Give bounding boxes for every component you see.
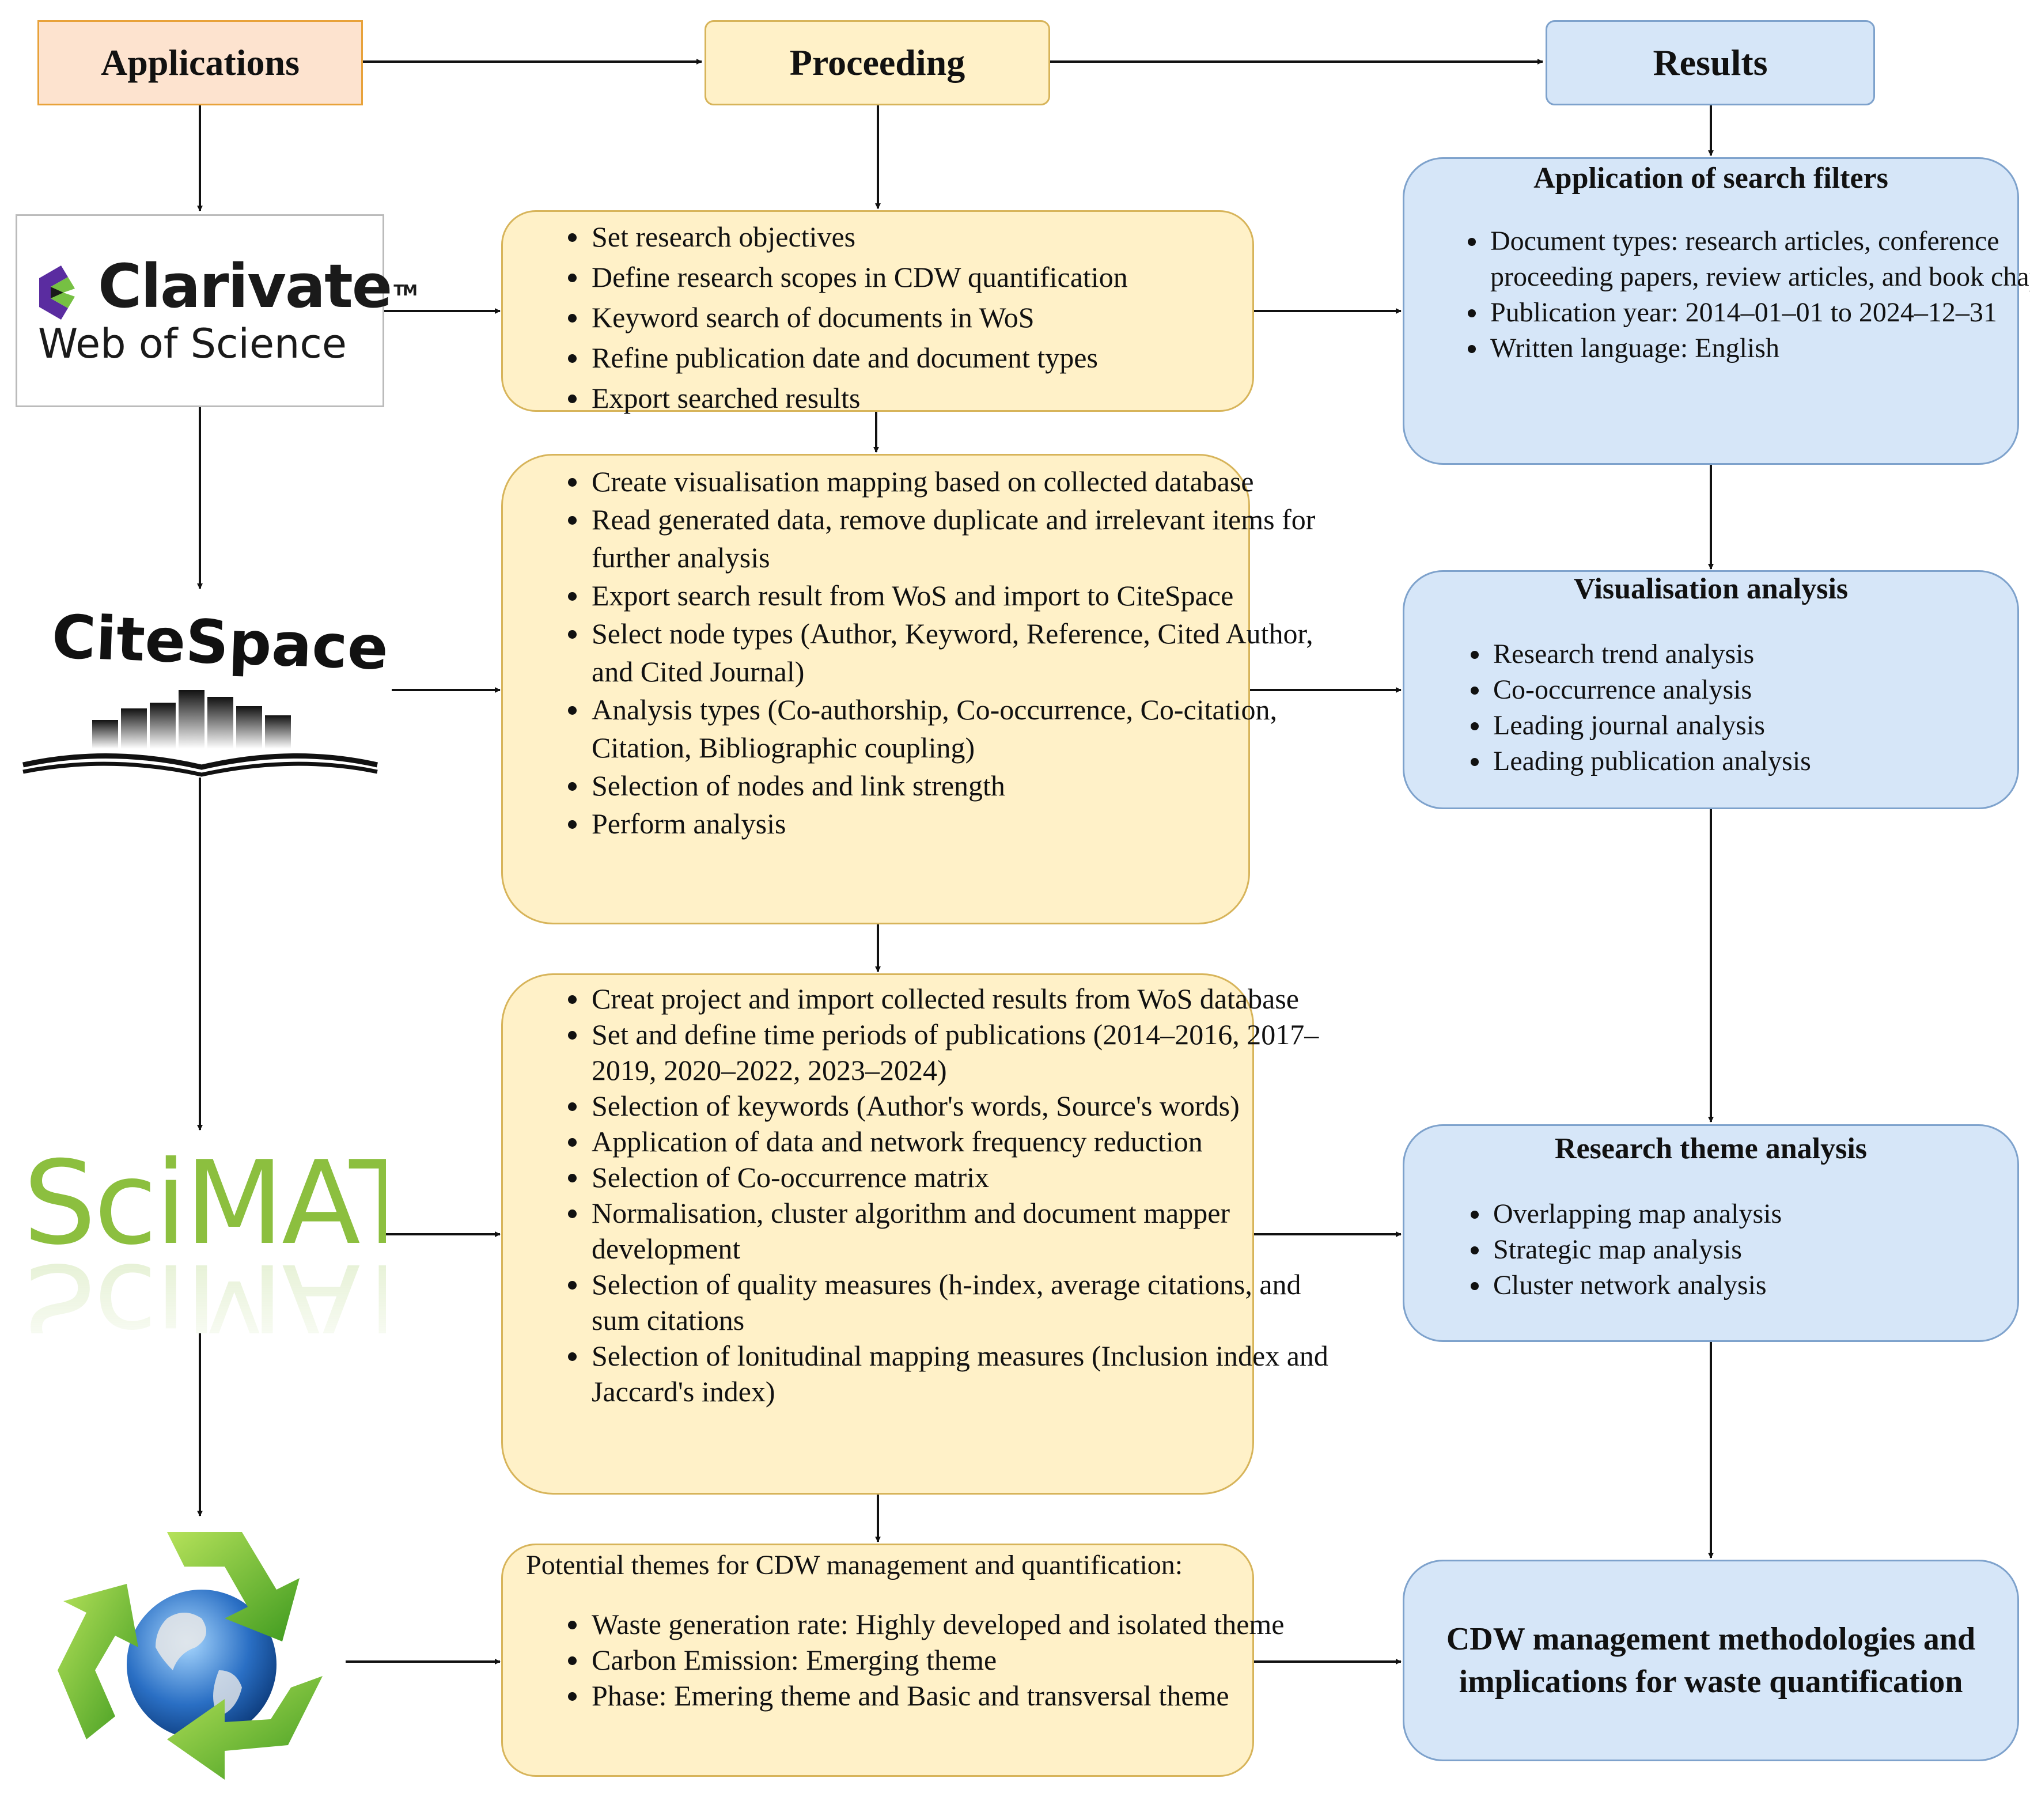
list-item: Creat project and import collected resul…: [589, 981, 1338, 1017]
results-visualisation-title: Visualisation analysis: [1573, 572, 1849, 605]
header-results: Results: [1546, 20, 1875, 105]
clarivate-tm: TM: [393, 282, 418, 299]
list-item: Cluster network analysis: [1491, 1268, 2030, 1303]
list-item: Co-occurrence analysis: [1491, 672, 2030, 708]
list-item: Waste generation rate: Highly developed …: [589, 1606, 1338, 1642]
results-search-filters-list: Document types: research articles, confe…: [1404, 223, 2030, 366]
list-item: Selection of keywords (Author's words, S…: [589, 1088, 1338, 1124]
citespace-wordmark: CiteSpace: [51, 601, 389, 684]
list-item: Leading publication analysis: [1491, 744, 2030, 779]
list-item: Publication year: 2014–01–01 to 2024–12–…: [1488, 295, 2030, 331]
results-search-filters: Application of search filters Document t…: [1403, 157, 2030, 465]
header-results-label: Results: [1653, 42, 1768, 83]
results-final-text: CDW management methodologies and implica…: [1446, 1621, 1976, 1700]
list-item: Normalisation, cluster algorithm and doc…: [589, 1195, 1338, 1267]
scimat-wordmark: SciMAT: [23, 1140, 386, 1271]
header-applications-label: Applications: [101, 42, 300, 83]
proceeding-step-1-list: Set research objectives Define research …: [503, 217, 1321, 418]
citespace-book-icon: [22, 690, 378, 777]
list-item: Select node types (Author, Keyword, Refe…: [589, 615, 1332, 691]
list-item: Create visualisation mapping based on co…: [589, 462, 1332, 500]
results-final: CDW management methodologies and implica…: [1403, 1560, 2019, 1761]
list-item: Strategic map analysis: [1491, 1232, 2030, 1268]
results-research-theme-title: Research theme analysis: [1554, 1132, 1868, 1165]
proceeding-step-3-list: Creat project and import collected resul…: [503, 981, 1338, 1409]
list-item: Define research scopes in CDW quantifica…: [589, 257, 1321, 297]
results-visualisation-list: Research trend analysis Co-occurrence an…: [1404, 636, 2030, 779]
scimat-logo: SciMAT SciMAT: [17, 1140, 386, 1333]
header-applications: Applications: [37, 20, 363, 105]
list-item: Export searched results: [589, 378, 1321, 418]
citespace-logo: CiteSpace: [17, 599, 389, 778]
results-research-theme: Research theme analysis Overlapping map …: [1403, 1124, 2019, 1342]
list-item: Set and define time periods of publicati…: [589, 1017, 1338, 1088]
list-item: Analysis types (Co-authorship, Co-occurr…: [589, 691, 1332, 767]
list-item: Keyword search of documents in WoS: [589, 297, 1321, 338]
list-item: Application of data and network frequenc…: [589, 1124, 1338, 1159]
recycle-globe-icon: [58, 1532, 323, 1780]
list-item: Selection of lonitudinal mapping measure…: [589, 1338, 1338, 1409]
list-item: Research trend analysis: [1491, 636, 2030, 672]
scimat-reflection: SciMAT: [23, 1238, 386, 1333]
wos-product-name: Web of Science: [38, 320, 347, 367]
results-research-theme-list: Overlapping map analysis Strategic map a…: [1404, 1196, 2030, 1303]
list-item: Refine publication date and document typ…: [589, 338, 1321, 378]
header-proceeding-label: Proceeding: [789, 42, 965, 83]
list-item: Selection of quality measures (h-index, …: [589, 1267, 1338, 1338]
header-proceeding: Proceeding: [705, 20, 1050, 105]
list-item: Read generated data, remove duplicate an…: [589, 500, 1332, 577]
list-item: Leading journal analysis: [1491, 708, 2030, 744]
proceeding-step-3: Creat project and import collected resul…: [501, 973, 1328, 1495]
proceeding-step-2: Create visualisation mapping based on co…: [501, 454, 1315, 924]
list-item: Selection of Co-occurrence matrix: [589, 1159, 1338, 1195]
list-item: Overlapping map analysis: [1491, 1196, 2030, 1232]
list-item: Selection of nodes and link strength: [589, 767, 1332, 805]
results-search-filters-title: Application of search filters: [1533, 162, 1888, 195]
clarivate-name: Clarivate: [98, 251, 392, 321]
list-item: Phase: Emering theme and Basic and trans…: [589, 1678, 1338, 1713]
results-visualisation: Visualisation analysis Research trend an…: [1403, 570, 2019, 809]
proceeding-step-2-list: Create visualisation mapping based on co…: [503, 462, 1332, 843]
list-item: Perform analysis: [589, 805, 1332, 843]
list-item: Export search result from WoS and import…: [589, 577, 1332, 615]
proceeding-step-4-intro: Potential themes for CDW management and …: [526, 1550, 1183, 1580]
list-item: Document types: research articles, confe…: [1488, 223, 2030, 295]
proceeding-step-4: Potential themes for CDW management and …: [501, 1544, 1285, 1777]
clarivate-mark-icon: [39, 266, 75, 320]
list-item: Written language: English: [1488, 331, 2030, 366]
list-item: Carbon Emission: Emerging theme: [589, 1642, 1338, 1678]
list-item: Set research objectives: [589, 217, 1321, 257]
proceeding-step-1: Set research objectives Define research …: [501, 210, 1254, 414]
proceeding-step-4-list: Waste generation rate: Highly developed …: [503, 1606, 1338, 1713]
